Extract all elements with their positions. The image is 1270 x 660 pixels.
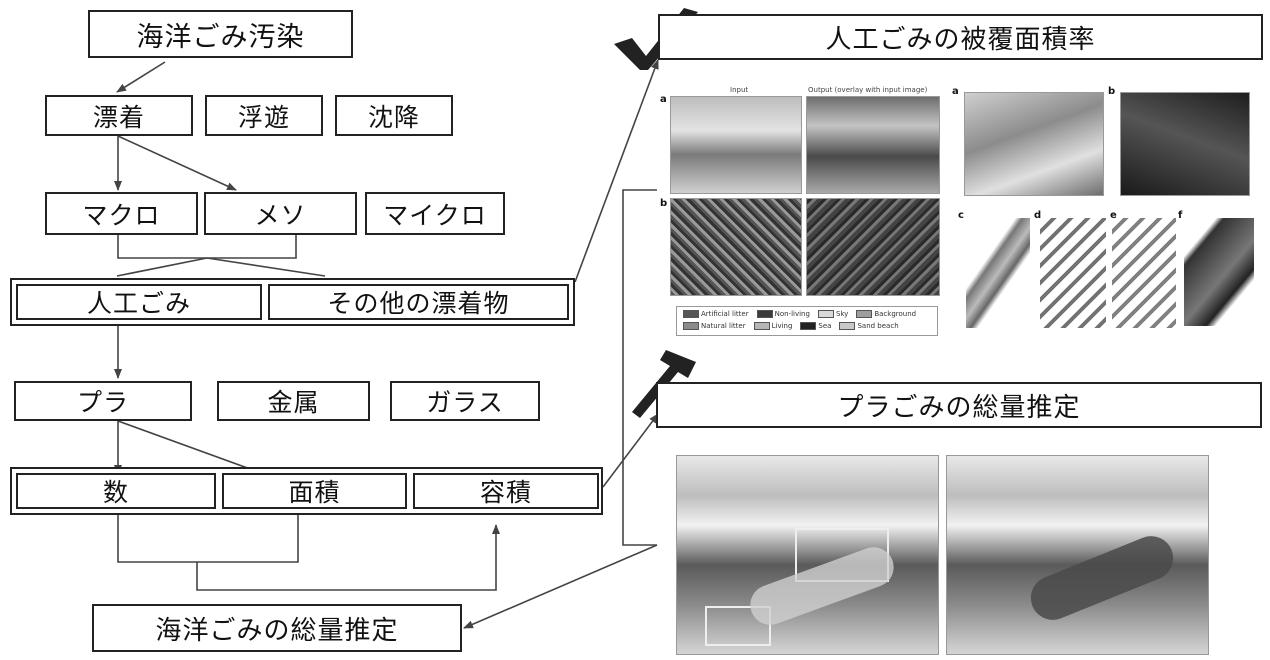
total-estimate-label: 海洋ごみの総量推定 — [155, 615, 399, 646]
arrow-to-plastic-title — [602, 413, 659, 488]
micro-label: マイクロ — [383, 200, 487, 230]
hyochaku-box: 漂着 — [45, 95, 193, 136]
sonota-box: その他の漂着物 — [268, 284, 569, 320]
panel-b-left: b — [660, 198, 668, 209]
plastic-photo-right — [946, 455, 1209, 655]
photo-output-b — [806, 198, 940, 296]
menseki-box: 面積 — [222, 473, 407, 509]
coverage-title: 人工ごみの被覆面積率 — [825, 24, 1096, 55]
pura-label: プラ — [76, 388, 129, 417]
kazu-box: 数 — [16, 473, 216, 509]
fuyu-label: 浮遊 — [237, 102, 290, 132]
fig-input-label: Input — [730, 86, 749, 94]
arrow-to-coverage-title — [574, 59, 659, 283]
diagram-projection-f — [1184, 218, 1254, 326]
panel-d-right: d — [1034, 210, 1042, 221]
arrow-pura-to-menseki — [117, 420, 265, 475]
pura-box: プラ — [14, 381, 192, 421]
root-box: 海洋ごみ汚染 — [88, 10, 353, 58]
hyochaku-label: 漂着 — [92, 102, 145, 132]
yoseki-label: 容積 — [479, 478, 532, 507]
photo-input-a — [670, 96, 802, 194]
diagram-projection-e — [1112, 218, 1176, 328]
kinzoku-box: 金属 — [217, 381, 370, 421]
garasu-label: ガラス — [426, 388, 504, 417]
panel-c-right: c — [958, 210, 964, 221]
line-to-sonota — [206, 257, 326, 277]
kinzoku-label: 金属 — [267, 388, 320, 417]
diagram-projection-c — [966, 218, 1030, 328]
panel-a-right: a — [952, 86, 959, 97]
legend-item: Background — [856, 310, 916, 318]
menseki-label: 面積 — [288, 478, 341, 507]
meso-box: メソ — [204, 192, 357, 235]
projection-figure: a b c d e f — [952, 86, 1262, 336]
total-estimate-box: 海洋ごみの総量推定 — [92, 604, 462, 652]
fuyu-box: 浮遊 — [205, 95, 323, 136]
arrow-to-total-estimate — [463, 544, 658, 629]
segmentation-legend: Artificial litter Non-living Sky Backgro… — [676, 306, 938, 336]
coverage-title-box: 人工ごみの被覆面積率 — [658, 14, 1263, 60]
micro-box: マイクロ — [365, 192, 505, 235]
legend-item: Non-living — [756, 310, 810, 318]
diagram-projection-d — [1040, 218, 1106, 328]
sonota-label: その他の漂着物 — [327, 289, 510, 318]
plastic-title: プラごみの総量推定 — [837, 392, 1081, 423]
fig-output-label: Output (overlay with input image) — [808, 86, 928, 94]
measure-group: 数 面積 容積 — [10, 467, 603, 515]
arrow-root-to-hyochaku — [116, 61, 166, 93]
photo-projection-b — [1120, 92, 1250, 196]
chinko-box: 沈降 — [335, 95, 453, 136]
plastic-title-box: プラごみの総量推定 — [656, 382, 1262, 428]
panel-b-right: b — [1108, 86, 1116, 97]
photo-output-a — [806, 96, 940, 194]
merge-line-macro-meso — [117, 235, 297, 259]
artificial-litter-group: 人工ごみ その他の漂着物 — [10, 278, 575, 326]
segmentation-figure: Input Output (overlay with input image) … — [660, 86, 945, 301]
legend-item: Natural litter — [683, 322, 746, 330]
macro-box: マクロ — [45, 192, 198, 235]
arrow-to-yoseki — [196, 524, 500, 591]
root-label: 海洋ごみ汚染 — [136, 21, 305, 53]
legend-item: Sand beach — [839, 322, 899, 330]
chinko-label: 沈降 — [367, 102, 420, 132]
panel-e-right: e — [1110, 210, 1117, 221]
bottle-segmentation — [1024, 529, 1180, 627]
arrow-hyochaku-to-meso — [117, 135, 237, 191]
jinkogomi-box: 人工ごみ — [16, 284, 262, 320]
jinkogomi-label: 人工ごみ — [86, 289, 191, 318]
photo-input-b — [670, 198, 802, 296]
legend-item: Artificial litter — [683, 310, 749, 318]
detection-box — [705, 606, 771, 646]
legend-item: Living — [753, 322, 792, 330]
kazu-label: 数 — [102, 478, 129, 507]
meso-label: メソ — [254, 200, 307, 230]
yoseki-box: 容積 — [413, 473, 599, 509]
panel-f-right: f — [1178, 210, 1183, 221]
line-to-jinkogomi — [116, 257, 208, 277]
macro-label: マクロ — [82, 200, 161, 230]
garasu-box: ガラス — [390, 381, 540, 421]
legend-item: Sky — [817, 310, 848, 318]
bracket-line — [622, 189, 657, 546]
legend-item: Sea — [800, 322, 831, 330]
merge-line-kazu-menseki — [117, 515, 299, 563]
panel-a-left: a — [660, 94, 667, 105]
plastic-photo-left — [676, 455, 939, 655]
photo-projection-a — [964, 92, 1104, 196]
